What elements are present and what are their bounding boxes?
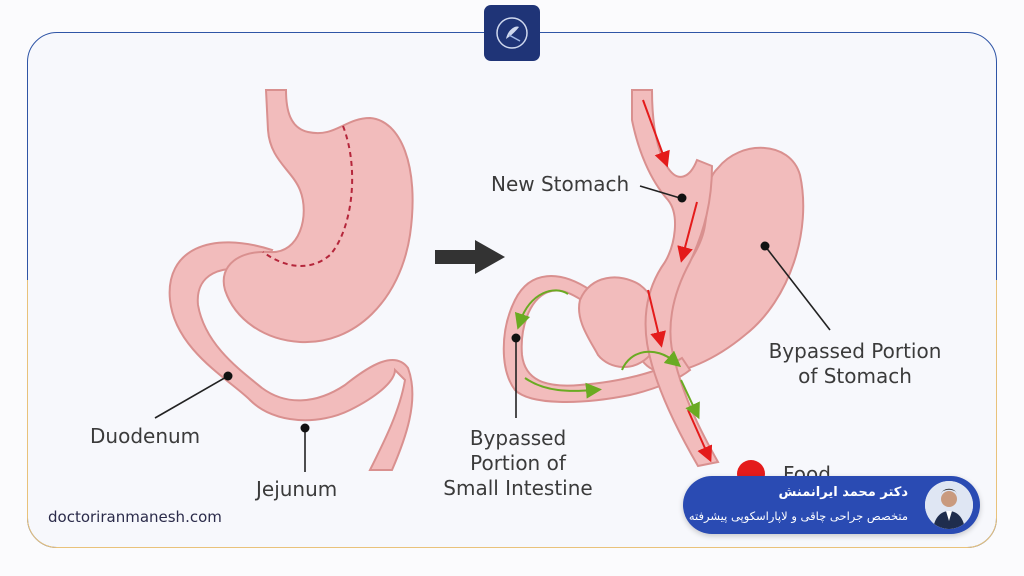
duodenum-jejunum-tube <box>168 241 414 471</box>
label-duodenum: Duodenum <box>90 424 201 448</box>
right-arrow-icon <box>435 240 505 274</box>
normal-stomach <box>168 89 414 471</box>
clinic-logo-icon <box>484 5 540 61</box>
cut-line <box>262 125 354 268</box>
label-bypassed-intestine: Bypassed Portion of Small Intestine <box>428 426 608 501</box>
avatar <box>925 481 973 529</box>
label-bypassed-stomach: Bypassed Portion of Stomach <box>760 339 950 389</box>
doctor-card[interactable]: دکتر محمد ایرانمنش متخصص جراحی چاقی و لا… <box>683 476 980 534</box>
doctor-title: متخصص جراحی چاقی و لاپاراسکوپی پیشرفته <box>688 509 908 523</box>
label-jejunum: Jejunum <box>256 477 338 501</box>
doctor-name: دکتر محمد ایرانمنش <box>778 485 908 500</box>
label-bypassed-intestine-line3: Small Intestine <box>443 476 593 500</box>
label-bypassed-stomach-line1: Bypassed Portion <box>768 339 942 363</box>
content-frame-accent <box>27 280 997 548</box>
website-link[interactable]: doctoriranmanesh.com <box>48 508 222 526</box>
normal-stomach-body <box>222 89 414 344</box>
label-bypassed-intestine-line2: Portion of <box>470 451 566 475</box>
label-new-stomach: New Stomach <box>491 172 630 196</box>
label-bypassed-intestine-line1: Bypassed <box>469 426 567 450</box>
bypass-anatomy <box>502 89 805 468</box>
label-bypassed-stomach-line2: of Stomach <box>798 364 912 388</box>
label-pointers <box>154 185 831 472</box>
